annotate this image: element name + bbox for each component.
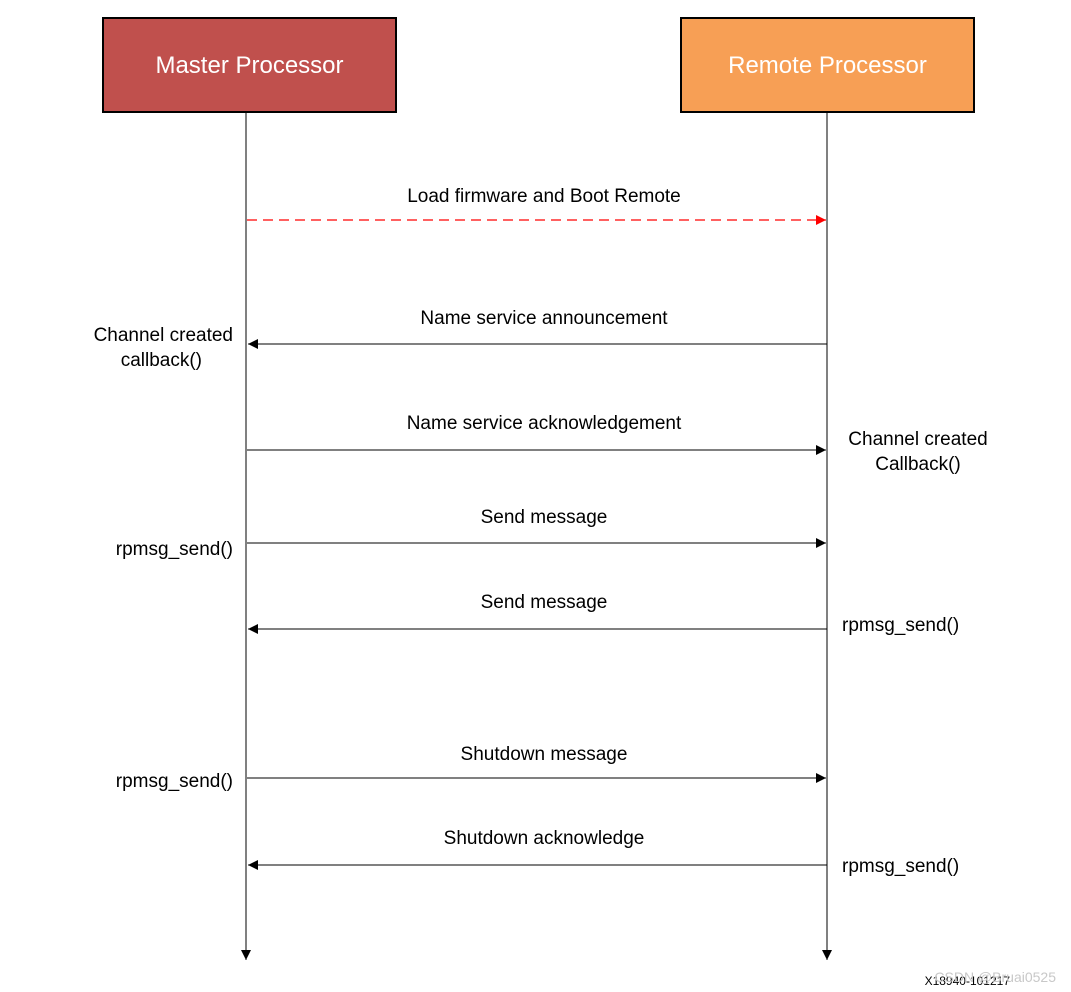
master-processor-box: Master Processor	[102, 17, 397, 113]
remote-rpmsg-send-note-1: rpmsg_send()	[842, 615, 959, 636]
message-label-name-service-acknowledgement: Name service acknowledgement	[407, 413, 682, 434]
remote-processor-label: Remote Processor	[728, 52, 927, 79]
master-rpmsg-send-note-1: rpmsg_send()	[116, 539, 233, 560]
remote-channel-created-note-line2: Callback()	[875, 454, 961, 475]
figure-id: X18940-101217	[925, 974, 1011, 988]
watermark: CSDN @Bruai0525	[934, 969, 1056, 985]
remote-processor-box: Remote Processor	[680, 17, 975, 113]
message-label-load-firmware: Load firmware and Boot Remote	[407, 186, 681, 207]
message-label-send-message-to-master: Send message	[481, 592, 608, 613]
master-channel-created-note-line1: Channel created	[94, 325, 233, 346]
master-channel-created-note-line2: callback()	[121, 350, 202, 371]
remote-channel-created-note-line1: Channel created	[848, 429, 987, 450]
message-label-shutdown-message: Shutdown message	[461, 744, 628, 765]
remote-rpmsg-send-note-2: rpmsg_send()	[842, 856, 959, 877]
master-rpmsg-send-note-2: rpmsg_send()	[116, 771, 233, 792]
message-label-send-message-to-remote: Send message	[481, 507, 608, 528]
message-label-shutdown-acknowledge: Shutdown acknowledge	[444, 828, 645, 849]
message-label-name-service-announcement: Name service announcement	[420, 308, 668, 329]
master-processor-label: Master Processor	[155, 52, 343, 79]
